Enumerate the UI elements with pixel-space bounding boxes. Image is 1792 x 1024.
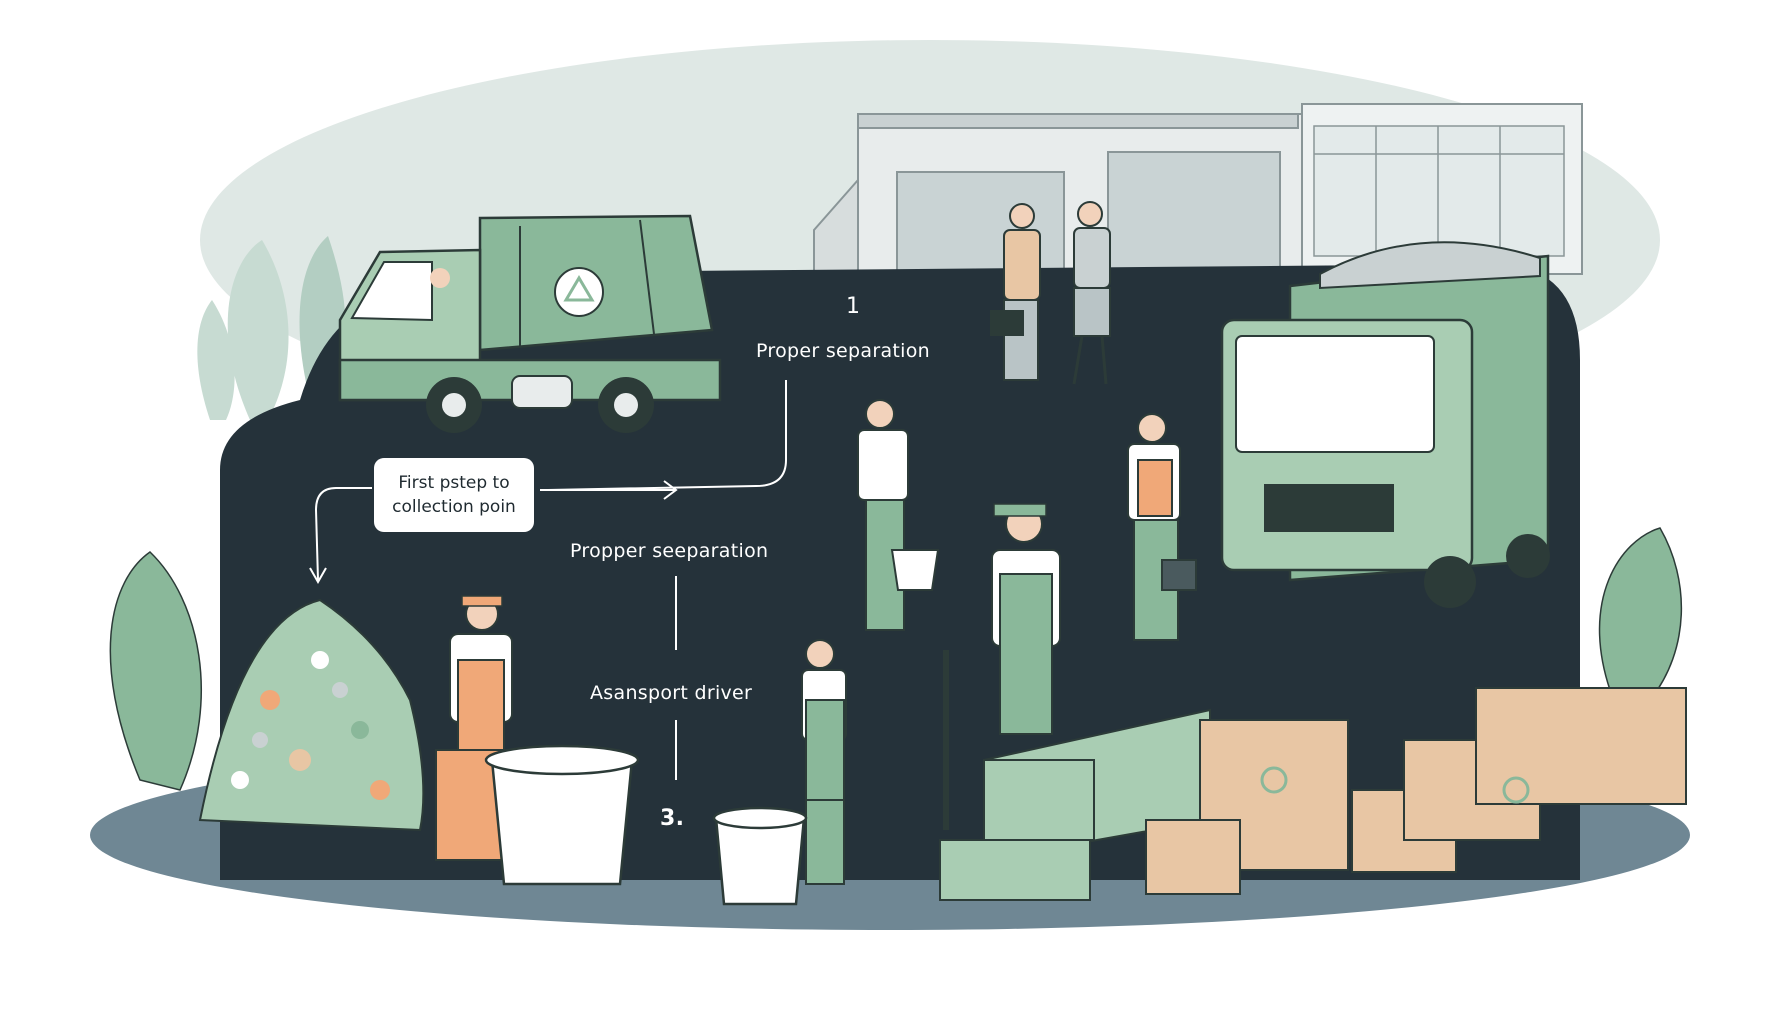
step-3-title: Asansport driver (590, 682, 753, 704)
trash-can-large (484, 744, 640, 886)
worker-with-bucket (857, 399, 940, 631)
callout-box: First pstep to collection poin (374, 458, 534, 532)
step-2-title: Propper seeparation (570, 540, 769, 562)
trash-can-small (712, 806, 808, 906)
cardboard-boxes (1145, 687, 1687, 895)
foreground-plants (109, 527, 1683, 791)
flow-arrows (309, 380, 787, 780)
recycle-icon (1502, 776, 1530, 804)
worker-with-glasses (943, 503, 1061, 830)
step-1-title: Proper separation (756, 340, 930, 362)
waste-pile (198, 598, 425, 832)
arrow-top-to-callout (547, 380, 787, 491)
step-number-3: 3. (660, 806, 685, 831)
callout-line-2: collection poin (392, 497, 516, 517)
two-women-talking (990, 201, 1111, 385)
step-number-1: 1 (846, 294, 861, 319)
office-building (1301, 103, 1583, 275)
garbage-truck (338, 214, 722, 433)
worker-green-small-can (801, 639, 847, 885)
delivery-truck (1220, 241, 1550, 608)
recycle-icon (1260, 766, 1288, 794)
recycle-icon (554, 267, 604, 317)
arrow-callout-to-pile (314, 487, 372, 581)
callout-line-1: First pstep to (398, 473, 510, 493)
worker-apron (1127, 413, 1197, 641)
